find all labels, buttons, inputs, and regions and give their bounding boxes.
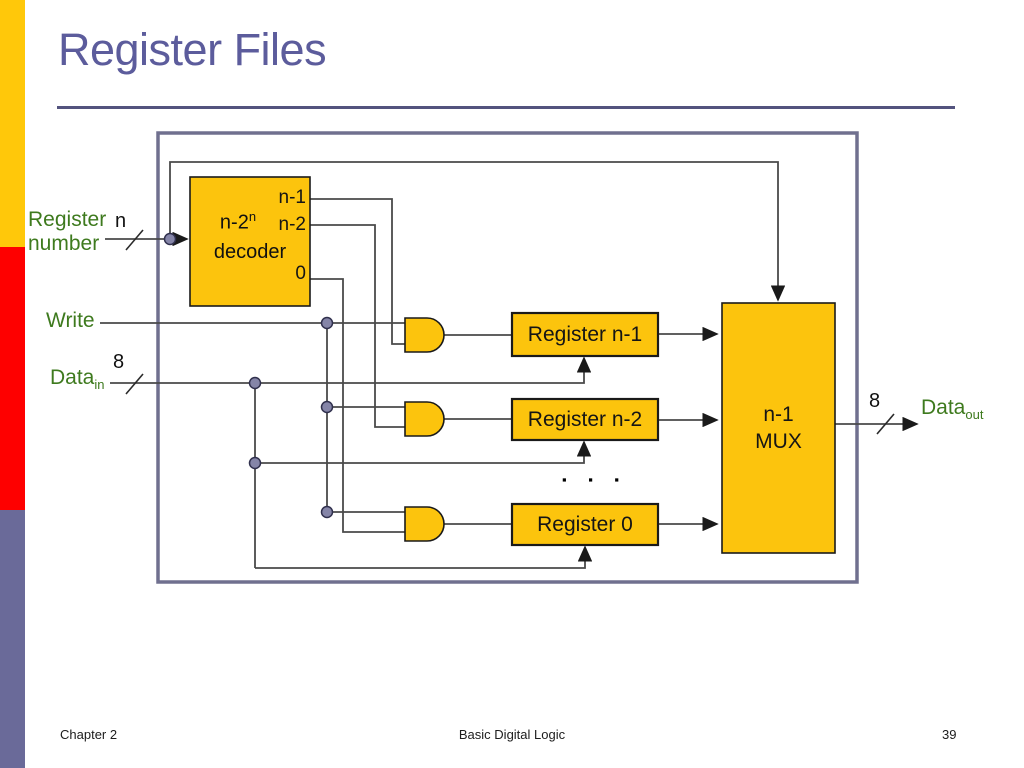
mux-label-line1: n-1 <box>763 402 794 426</box>
wire-decoder-0 <box>310 278 405 533</box>
and-gate-3 <box>404 506 445 542</box>
data-out-base: Data <box>921 396 966 419</box>
data-in-subscript: in <box>94 377 105 393</box>
registers-ellipsis: ▪ ▪ ▪ <box>561 472 629 487</box>
bus-width-8-in-label: 8 <box>113 351 125 373</box>
bus-slash-datain <box>125 373 144 395</box>
register-0-label: Register 0 <box>537 512 633 536</box>
decoder-out-n2-label: n-2 <box>278 214 306 235</box>
register-n2-label: Register n-2 <box>527 407 643 431</box>
junction-dot <box>163 232 177 246</box>
write-label: Write <box>46 309 95 332</box>
wire-decoder-n2 <box>310 224 405 428</box>
footer-chapter: Chapter 2 <box>60 727 118 742</box>
decoder-title-base: n-2 <box>219 211 249 234</box>
junction-dot <box>248 456 262 470</box>
page-title: Register Files <box>58 24 327 75</box>
mux-label: n-1 MUX <box>722 303 835 553</box>
and-gate-1 <box>404 317 445 353</box>
edge-bar-yellow <box>0 0 25 247</box>
footer-page-number: 39 <box>942 727 957 742</box>
bus-slash-dataout <box>876 413 895 435</box>
diagram-frame <box>156 131 859 584</box>
decoder-word: decoder <box>213 241 287 263</box>
edge-bar-slate <box>0 510 25 768</box>
junction-dot <box>248 376 262 390</box>
data-in-label: Datain <box>50 366 104 392</box>
register-0-box <box>510 502 660 547</box>
register-n1-label: Register n-1 <box>527 322 643 346</box>
bus-width-8-out-label: 8 <box>869 390 881 412</box>
decoder-title: n-2n <box>195 209 281 235</box>
mux-box <box>721 302 836 554</box>
wire-decoder-n1 <box>310 198 405 345</box>
footer-course-title: Basic Digital Logic <box>458 727 566 742</box>
decoder-box <box>189 176 311 307</box>
decoder-out-0-label: 0 <box>295 263 306 284</box>
bus-width-n-label: n <box>115 210 127 232</box>
decoder-title-exponent: n <box>248 209 257 224</box>
junction-dot <box>320 316 334 330</box>
bus-slash-n <box>125 229 144 251</box>
register-n1-box <box>510 311 660 358</box>
data-in-base: Data <box>50 366 95 389</box>
and-gate-2 <box>404 401 445 437</box>
wire-mux-select <box>169 161 786 302</box>
mux-label-line2: MUX <box>755 430 802 453</box>
decoder-out-n1-label: n-1 <box>278 187 306 208</box>
wire-datain-reg-0 <box>255 545 593 569</box>
edge-bar-red <box>0 247 25 510</box>
register-n2-box <box>510 397 660 442</box>
junction-dot <box>320 400 334 414</box>
register-number-label: Register number <box>28 208 107 255</box>
wire-datain-reg-n1 <box>110 356 592 384</box>
data-out-subscript: out <box>965 407 984 423</box>
wire-datain-reg-n2 <box>255 440 592 464</box>
junction-dot <box>320 505 334 519</box>
data-out-label: Dataout <box>921 396 983 422</box>
title-underline <box>57 106 955 109</box>
